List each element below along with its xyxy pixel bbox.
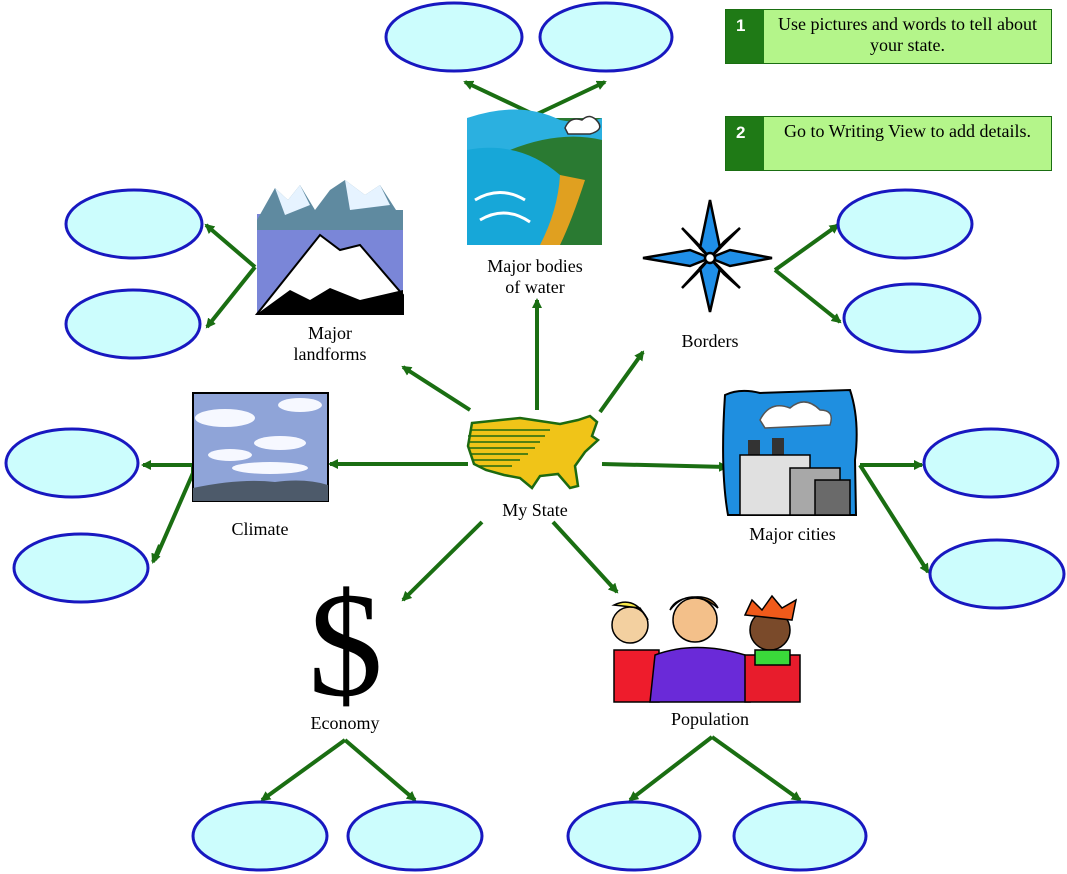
clouds-icon [192, 392, 329, 502]
answer-bubble[interactable] [12, 532, 150, 604]
answer-bubble[interactable] [64, 288, 202, 360]
instruction-number: 2 [726, 117, 764, 170]
answer-bubbles [4, 1, 1066, 872]
dollar-icon: $ [308, 562, 383, 728]
answer-bubble[interactable] [384, 1, 524, 73]
answer-bubble[interactable] [4, 427, 140, 499]
answer-bubble[interactable] [732, 800, 868, 872]
answer-bubble[interactable] [842, 282, 982, 354]
center-arrows [328, 298, 729, 602]
answer-bubble[interactable] [64, 188, 204, 260]
topic-label-cities: Major cities [749, 524, 836, 544]
people-icon [611, 594, 802, 703]
answer-bubble[interactable] [928, 538, 1066, 610]
center-label: My State [502, 500, 568, 520]
instruction-number: 1 [726, 10, 764, 63]
answer-bubble[interactable] [191, 800, 329, 872]
instruction-text: Go to Writing View to add details. [784, 121, 1031, 141]
factory-icon [722, 388, 858, 516]
mountains-icon [254, 180, 404, 315]
answer-bubble[interactable] [538, 1, 674, 73]
compass-rose-icon [642, 199, 773, 313]
coast-icon [467, 109, 602, 245]
topic-label-population: Population [670, 709, 749, 729]
answer-bubble[interactable] [346, 800, 484, 872]
answer-bubble[interactable] [922, 427, 1060, 499]
us-map-icon [466, 414, 601, 490]
answer-bubble[interactable] [566, 800, 702, 872]
topic-label-borders: Borders [681, 331, 739, 351]
instruction-2: 2 Go to Writing View to add details. [725, 116, 1052, 171]
topic-label-economy: Economy [310, 713, 380, 733]
topic-label-water: Major bodies of water [487, 256, 583, 297]
instruction-1: 1 Use pictures and words to tell about y… [725, 9, 1052, 64]
topic-label-climate: Climate [231, 519, 289, 539]
instruction-text: Use pictures and words to tell about you… [778, 14, 1037, 55]
topic-label-landforms: Major landforms [293, 323, 367, 364]
answer-bubble[interactable] [836, 188, 974, 260]
